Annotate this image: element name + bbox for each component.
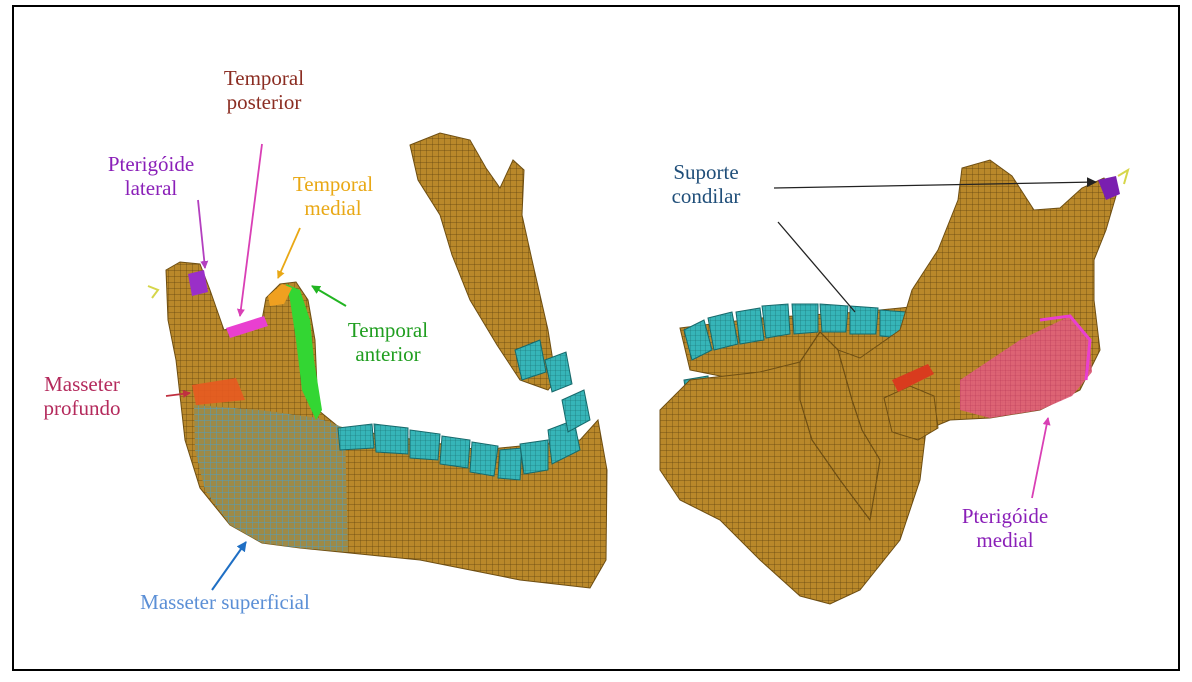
masseter-superficial-region xyxy=(194,405,348,552)
arrow-suporte-condilar-lower xyxy=(778,222,855,312)
arrow-temporal-posterior xyxy=(240,144,262,316)
label-temporal-medial: Temporal medial xyxy=(278,172,388,220)
condylar-support-marker-left xyxy=(148,286,158,298)
arrow-temporal-anterior xyxy=(312,286,346,306)
label-masseter-profundo: Masseter profundo xyxy=(26,372,138,420)
label-suporte-condilar: Suporte condilar xyxy=(650,160,762,208)
arrow-pterigoide-lateral xyxy=(198,200,205,268)
right-condyle xyxy=(884,386,938,440)
label-temporal-anterior: Temporal anterior xyxy=(330,318,446,366)
label-pterigoide-lateral: Pterigóide lateral xyxy=(92,152,210,200)
arrow-pterigoide-medial xyxy=(1032,418,1048,498)
arrow-suporte-condilar-upper xyxy=(774,182,1096,188)
label-pterigoide-medial: Pterigóide medial xyxy=(940,504,1070,552)
condylar-support-marker-right xyxy=(1118,170,1128,184)
label-masseter-superficial: Masseter superficial xyxy=(110,590,340,614)
arrow-masseter-superficial xyxy=(212,542,246,590)
arrow-temporal-medial xyxy=(278,228,300,278)
label-temporal-posterior: Temporal posterior xyxy=(204,66,324,114)
